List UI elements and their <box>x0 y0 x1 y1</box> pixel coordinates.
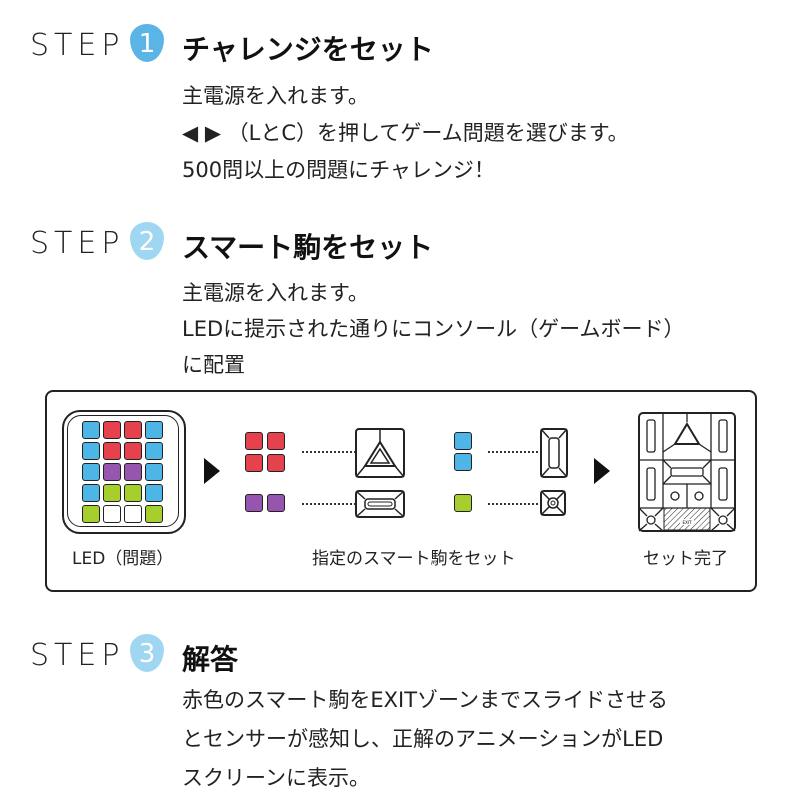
blue-piece-cell <box>454 453 472 471</box>
vertical-bar-piece-icon <box>540 428 568 478</box>
led-cell-green <box>124 484 142 502</box>
step-2-number-badge: 2 <box>130 222 164 260</box>
step-1-line: 主電源を入れます。 <box>182 84 369 108</box>
horizontal-bar-piece-icon <box>355 490 405 518</box>
triangle-piece-icon <box>355 428 405 478</box>
arrow-right-icon <box>204 458 220 484</box>
led-cell-green <box>145 505 163 523</box>
step-1-number-badge: 1 <box>130 24 164 62</box>
arrow-right-icon <box>594 458 610 484</box>
led-cell-red <box>103 442 121 460</box>
blue-piece-cell <box>454 432 472 450</box>
step-3-line: 赤色のスマート駒をEXITゾーンまでスライドさせる <box>182 688 668 712</box>
led-cell-green <box>103 484 121 502</box>
square-piece-icon <box>540 490 566 516</box>
step-2-label: STEP <box>30 226 125 261</box>
led-cell-blue <box>145 421 163 439</box>
led-cell-blue <box>145 463 163 481</box>
led-cell-red <box>124 421 142 439</box>
pieces-caption: 指定のスマート駒をセット <box>312 549 516 569</box>
led-cell-blue <box>145 442 163 460</box>
led-cell-red <box>103 421 121 439</box>
led-caption: LED（問題） <box>72 549 174 569</box>
step-1-label: STEP <box>30 28 125 63</box>
led-cell-red <box>124 442 142 460</box>
step-3-line: とセンサーが感知し、正解のアニメーションがLED <box>182 727 664 751</box>
step-3-number-badge: 3 <box>130 634 164 672</box>
connector-dots <box>488 503 550 505</box>
step-1-line: ◀ ▶ （LとC）を押してゲーム問題を選びます。 <box>182 121 629 145</box>
step-3-line: スクリーンに表示。 <box>182 766 370 790</box>
step-2-line: 主電源を入れます。 <box>182 281 369 305</box>
led-cell-green <box>82 505 100 523</box>
purple-piece-cell <box>245 494 263 512</box>
led-cell-blue <box>145 484 163 502</box>
step-2-title: スマート駒をセット <box>182 231 434 264</box>
led-cell-purple <box>124 463 142 481</box>
step-2-line: LEDに提示された通りにコンソール（ゲームボード） <box>182 317 685 341</box>
led-cell-purple <box>103 463 121 481</box>
purple-piece-cell <box>267 494 285 512</box>
step-3-label: STEP <box>30 638 125 673</box>
step-1-line: 500問以上の問題にチャレンジ！ <box>182 158 495 182</box>
red-piece-cell <box>267 454 285 472</box>
green-piece-cell <box>454 494 472 512</box>
connector-dots <box>302 503 364 505</box>
red-piece-cell <box>245 432 263 450</box>
led-cell-white <box>124 505 142 523</box>
connector-dots <box>488 451 550 453</box>
led-cell-blue <box>82 484 100 502</box>
led-screen-frame <box>62 410 186 534</box>
exit-label: EXIT <box>683 520 692 525</box>
setup-diagram-panel <box>45 390 757 592</box>
red-piece-cell <box>245 454 263 472</box>
connector-dots <box>302 451 364 453</box>
step-2-line: に配置 <box>182 353 245 377</box>
completed-game-board-icon: EXIT <box>638 412 736 532</box>
led-cell-blue <box>82 463 100 481</box>
step-3-title: 解答 <box>182 643 239 676</box>
led-cell-white <box>103 505 121 523</box>
done-caption: セット完了 <box>643 549 728 569</box>
led-cell-blue <box>82 421 100 439</box>
step-1-title: チャレンジをセット <box>182 33 434 66</box>
red-piece-cell <box>267 432 285 450</box>
led-cell-blue <box>82 442 100 460</box>
